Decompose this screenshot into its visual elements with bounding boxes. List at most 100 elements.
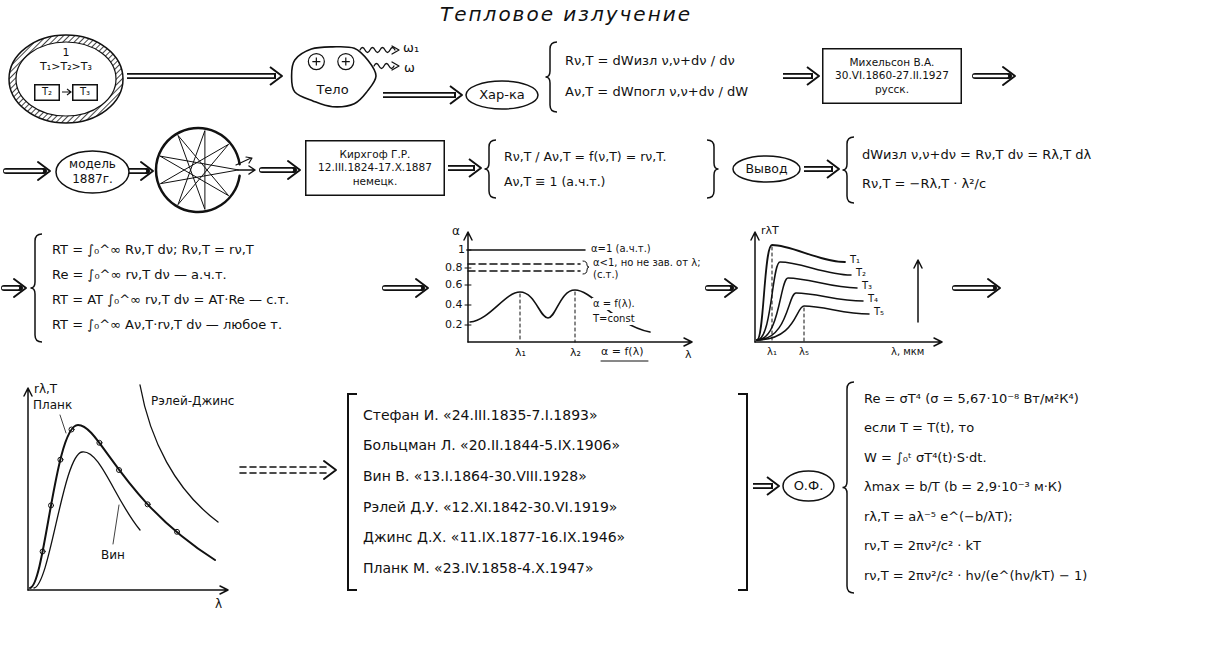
formula-brace: RT = ∫₀^∞ Rν,T dν; Rν,T = rν,TRe = ∫₀^∞ … — [30, 232, 375, 344]
node-text: Rν,T / Aν,T = f(ν,T) = rν,T. — [504, 149, 666, 165]
chart-label: T₃ — [861, 280, 873, 292]
flow-arrow — [708, 285, 731, 291]
connector-line — [448, 165, 475, 171]
chart-label: α — [451, 224, 461, 238]
brace-outline — [843, 382, 855, 593]
flow-arrow — [955, 285, 994, 291]
arrow-head — [469, 159, 481, 177]
spectral-chart — [757, 278, 857, 340]
box-outline — [306, 141, 445, 196]
dashed-arrow — [240, 472, 330, 474]
spectral-chart — [914, 260, 922, 322]
flow-connector — [447, 159, 481, 177]
box-outline — [35, 85, 60, 101]
node-text: RT = ∫₀^∞ Aν,T·rν,T dν — любое т. — [52, 317, 282, 333]
flow-arrow — [261, 169, 292, 171]
chart-label: 0.8 — [444, 261, 464, 274]
node-text: Больцман Л. «20.II.1844-5.IX.1906» — [363, 437, 620, 455]
chart-label: 0.6 — [444, 278, 464, 291]
flow-arrow — [707, 287, 729, 289]
box-outline — [73, 85, 98, 101]
chart-label: λ — [214, 597, 223, 611]
chart-label: λ₂ — [569, 346, 582, 359]
node-text: Aν,T = dWпогл ν,ν+dν / dW — [565, 84, 748, 100]
arrow-head — [767, 477, 779, 495]
spectral-chart — [757, 245, 845, 340]
radiation-laws-chart — [175, 529, 180, 534]
radiation-laws-chart — [49, 503, 54, 508]
cavity-wall — [16, 42, 116, 116]
chart-label: 0.2 — [444, 318, 464, 331]
flow-arrow — [988, 279, 1000, 297]
node-text: 30.VI.1860-27.II.1927 — [835, 69, 949, 82]
node-text: Рэлей Д.У. «12.XI.1842-30.VI.1919» — [363, 499, 617, 517]
node-text: Rν,T = −Rλ,T · λ²/c — [862, 176, 986, 192]
oval-outline — [733, 156, 800, 182]
flow-arrow — [974, 75, 1007, 77]
connector-line — [804, 166, 833, 172]
node-text: Вин В. «13.I.1864-30.VIII.1928» — [363, 468, 587, 486]
spectral-chart — [751, 232, 759, 342]
node-text: dWизл ν,ν+dν = Rν,T dν = Rλ,T dλ — [862, 147, 1091, 163]
oval-outline — [466, 81, 538, 109]
radiation-wave — [374, 64, 394, 69]
node-text: RT = AT ∫₀^∞ rν,T dν = AT·Re — с.т. — [52, 292, 289, 308]
arrow-head — [807, 67, 819, 85]
flow-arrow — [14, 279, 26, 297]
node-text: Хар-ка — [479, 87, 525, 103]
cavity-body: 1T₁>T₂>T₃T₂T₃ — [8, 34, 124, 124]
diagram-title: Тепловое излучение — [440, 2, 692, 26]
connector-line — [447, 167, 473, 169]
node-text: Стефан И. «24.III.1835-7.I.1893» — [363, 407, 598, 425]
node-text: rλ,T = aλ⁻⁵ e^(−b/λT); — [864, 509, 1013, 525]
chart-label: λ, мкм — [890, 346, 925, 358]
topic-oval: О.Ф. — [782, 470, 835, 502]
flow-arrow — [416, 279, 428, 297]
node-text: О.Ф. — [794, 478, 824, 494]
chart-label: rλT — [760, 224, 780, 237]
chart-label: T₅ — [873, 306, 885, 318]
formula-brace: Re = σT⁴ (σ = 5,67·10⁻⁸ Вт/м²К⁴)если T =… — [842, 380, 1132, 595]
connector-line — [803, 168, 831, 170]
particle-symbol — [308, 54, 324, 70]
node-text: Вывод — [745, 161, 787, 177]
chart-label: Рэлей-Джинс — [150, 394, 235, 408]
cavity-model — [238, 166, 255, 174]
chart-label: T=const — [592, 313, 636, 325]
node-text: Кирхгоф Г.Р. — [340, 148, 411, 161]
chart-label: λ — [684, 348, 693, 361]
formula-brace: dWизл ν,ν+dν = Rν,T dν = Rλ,T dλ Rν,T = −… — [842, 135, 1104, 205]
brace-outline — [843, 137, 855, 203]
radiation-wave — [392, 62, 399, 70]
spectral-chart — [755, 338, 942, 346]
particle-symbol — [338, 54, 354, 70]
chart-label: 1 — [457, 243, 466, 256]
node-text: русск. — [875, 83, 909, 96]
node-text: T₁>T₂>T₃ — [40, 60, 92, 74]
absorptance-chart — [464, 232, 692, 361]
radiation-laws-chart — [34, 452, 140, 588]
chart-label: ω — [403, 60, 416, 76]
radiation-wave — [392, 46, 399, 54]
oval-outline — [56, 151, 129, 193]
node-text: 1 — [63, 46, 70, 60]
radiation-laws-chart — [24, 388, 32, 590]
node-text: модель 1887г. — [69, 157, 116, 187]
absorptance-chart — [583, 261, 589, 274]
flow-arrow — [385, 285, 422, 291]
chart-label: ω₁ — [402, 40, 420, 56]
flow-arrow — [141, 162, 153, 180]
arrow-head — [270, 67, 282, 85]
flow-arrow — [262, 167, 294, 173]
cavity-model — [236, 157, 252, 165]
heat-arrow — [62, 89, 71, 95]
absorptance-chart — [601, 361, 648, 362]
radiation-laws-chart — [97, 440, 102, 445]
particle-symbol — [312, 58, 320, 66]
node-text: T₃ — [80, 86, 90, 99]
spectral-chart — [772, 247, 804, 342]
chart-label: λ₅ — [798, 346, 810, 358]
node-text: rν,T = 2πν²/c² · kT — [864, 538, 981, 554]
chart-label: rλ,T — [33, 382, 58, 396]
